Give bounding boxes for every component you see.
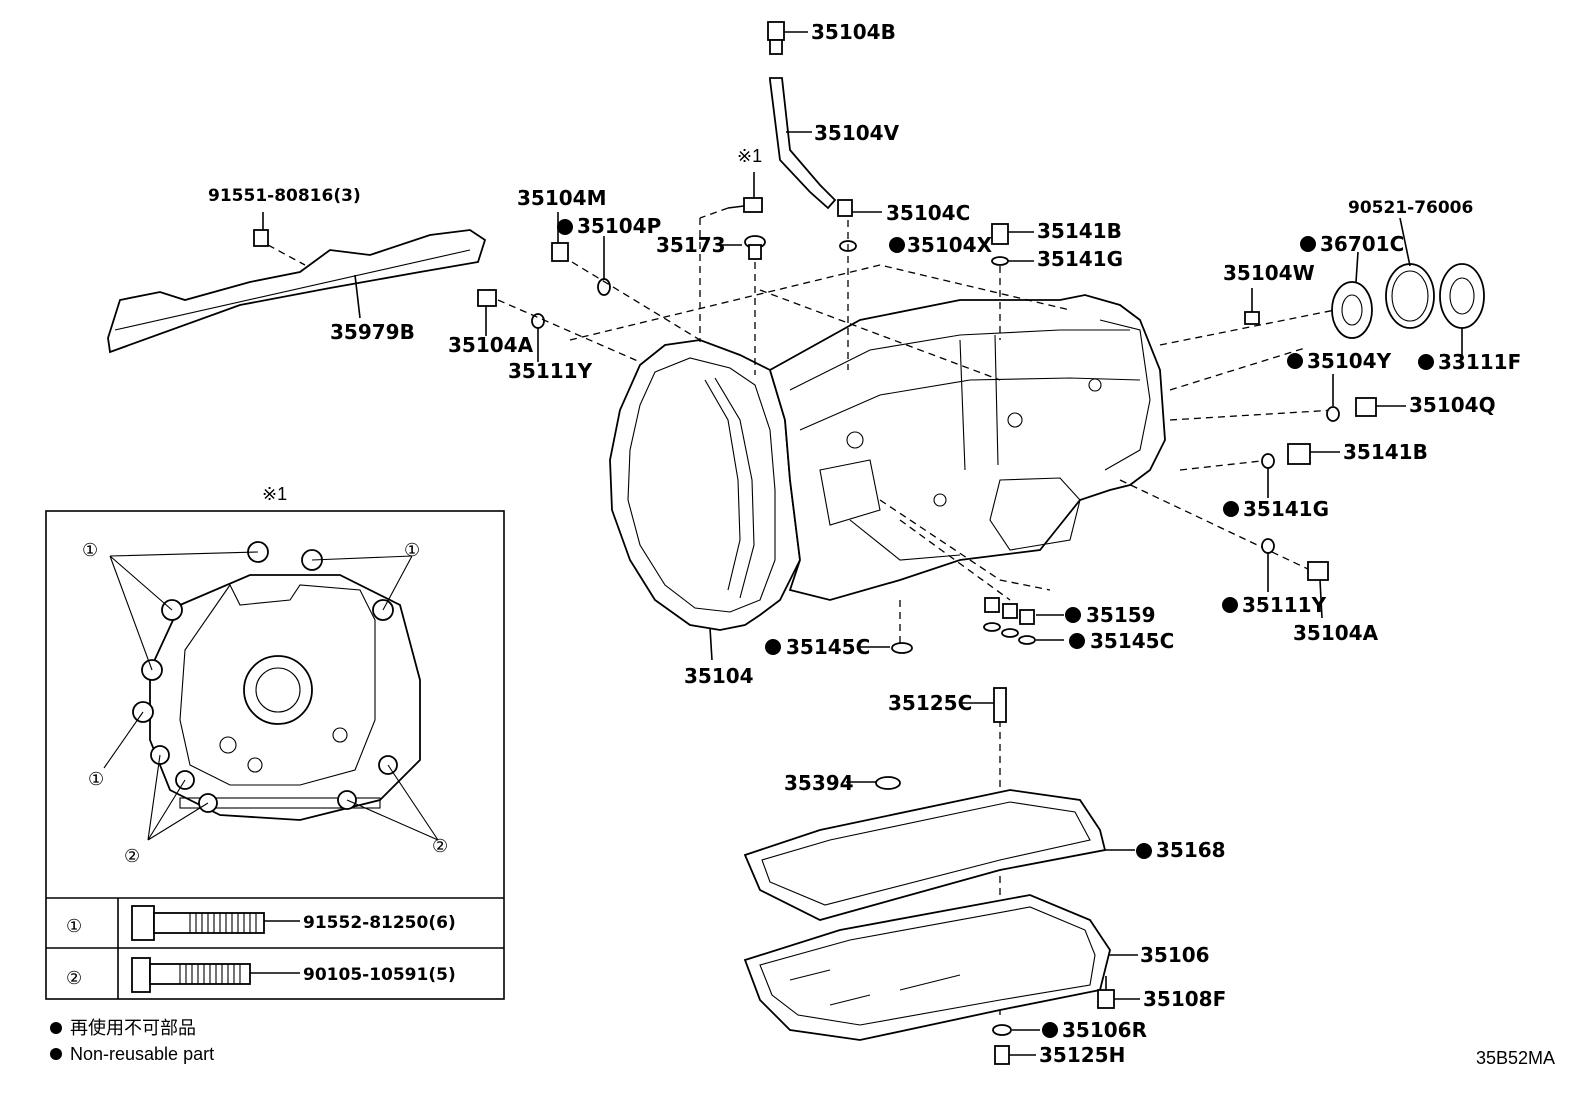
legend-ja: 再使用不可部品 (70, 1018, 196, 1038)
label-35141G-top: 35141G (1037, 247, 1123, 271)
label-35104C: 35104C (886, 201, 970, 225)
bolt-note-1[interactable] (699, 172, 763, 342)
transmission-case-35104[interactable] (609, 294, 1166, 631)
ring-90521[interactable] (1385, 217, 1435, 329)
row-2-symbol: ② (66, 968, 82, 988)
label-35173: 35173 (656, 233, 726, 257)
plug-35141B-top[interactable] (991, 223, 1034, 340)
breather-assembly[interactable] (767, 21, 882, 370)
ring-35111Y-right[interactable] (1261, 538, 1275, 592)
inset-panel (45, 510, 505, 1000)
plugs-35159[interactable] (983, 597, 1064, 645)
plug-35104A-left[interactable] (477, 289, 641, 363)
label-35104X: 35104X (907, 233, 993, 257)
legend-dot-en (50, 1048, 62, 1060)
bolt-91551[interactable] (253, 212, 306, 266)
pin-35104W[interactable] (1244, 288, 1260, 325)
inset-labels: ※1 ① ① ① ② ② ① ② 91552-81250(6) 90105-10… (66, 484, 456, 988)
ring-35141G-right[interactable] (1261, 453, 1275, 498)
label-35104W: 35104W (1223, 261, 1315, 285)
row-1-symbol: ① (66, 916, 82, 936)
label-35104Q: 35104Q (1409, 393, 1496, 417)
ring-35104Y[interactable] (1326, 374, 1340, 422)
leader-35104 (709, 627, 713, 661)
non-reusable-dots (557, 219, 1434, 1038)
label-35125H: 35125H (1039, 1043, 1125, 1067)
callout-2-right: ② (432, 836, 448, 856)
label-35141B-top: 35141B (1037, 219, 1122, 243)
label-35104A-left: 35104A (448, 333, 534, 357)
magnet-35394[interactable] (846, 776, 901, 790)
label-35159: 35159 (1086, 603, 1156, 627)
label-35979B: 35979B (330, 320, 415, 344)
label-35104P: 35104P (577, 214, 661, 238)
label-35104Y: 35104Y (1307, 349, 1392, 373)
label-91551: 91551-80816(3) (208, 186, 361, 206)
diagram-code: 35B52MA (1476, 1048, 1555, 1068)
plug-35125H[interactable] (994, 1045, 1036, 1065)
oil-pan-35106[interactable] (743, 894, 1138, 1041)
gasket-35145C-left[interactable] (860, 642, 913, 654)
label-35104A-right: 35104A (1293, 621, 1379, 645)
plug-35104M[interactable] (551, 212, 701, 341)
label-35108F: 35108F (1143, 987, 1226, 1011)
pan-gasket-35168[interactable] (743, 789, 1135, 921)
callout-1-top-right: ① (404, 540, 420, 560)
plug-35104A-right[interactable] (1307, 561, 1329, 619)
label-33111F: 33111F (1438, 350, 1521, 374)
seal-36701C[interactable] (1331, 251, 1373, 339)
label-35106R: 35106R (1062, 1018, 1147, 1042)
label-35168: 35168 (1156, 838, 1226, 862)
label-35125C: 35125C (888, 691, 972, 715)
label-35111Y-left: 35111Y (508, 359, 593, 383)
callout-2-left: ② (124, 846, 140, 866)
label-35145C-right: 35145C (1090, 629, 1174, 653)
label-35145C-left: 35145C (786, 635, 870, 659)
bolt-35108F[interactable] (1097, 976, 1140, 1009)
legend-dot-ja (50, 1022, 62, 1034)
part-labels: 35104B 35104V ※1 35104C 35104X 35141B 35… (208, 20, 1521, 1067)
seal-33111F[interactable] (1439, 263, 1485, 360)
label-36701C: 36701C (1320, 232, 1404, 256)
label-35104: 35104 (684, 664, 754, 688)
plug-35173[interactable] (717, 235, 766, 375)
label-note-1: ※1 (737, 146, 762, 166)
legend-en: Non-reusable part (70, 1044, 214, 1064)
plug-35141B-right[interactable] (1287, 443, 1340, 465)
label-90521: 90521-76006 (1348, 198, 1473, 218)
label-35141B-right: 35141B (1343, 440, 1428, 464)
inset-title: ※1 (262, 484, 287, 504)
plug-35104Q[interactable] (1355, 397, 1406, 417)
gasket-35106R[interactable] (992, 1024, 1040, 1036)
label-35106: 35106 (1140, 943, 1210, 967)
label-35104B: 35104B (811, 20, 896, 44)
label-35111Y-right: 35111Y (1242, 593, 1327, 617)
row-1-part: 91552-81250(6) (303, 913, 456, 933)
label-35394: 35394 (784, 771, 854, 795)
bracket-rail-35979B[interactable] (107, 229, 487, 354)
callout-1-left: ① (88, 769, 104, 789)
stud-35125C[interactable] (962, 687, 1007, 723)
label-35104V: 35104V (814, 121, 900, 145)
row-2-part: 90105-10591(5) (303, 965, 456, 985)
label-35141G-right: 35141G (1243, 497, 1329, 521)
callout-1-top-left: ① (82, 540, 98, 560)
label-35104M: 35104M (517, 186, 606, 210)
